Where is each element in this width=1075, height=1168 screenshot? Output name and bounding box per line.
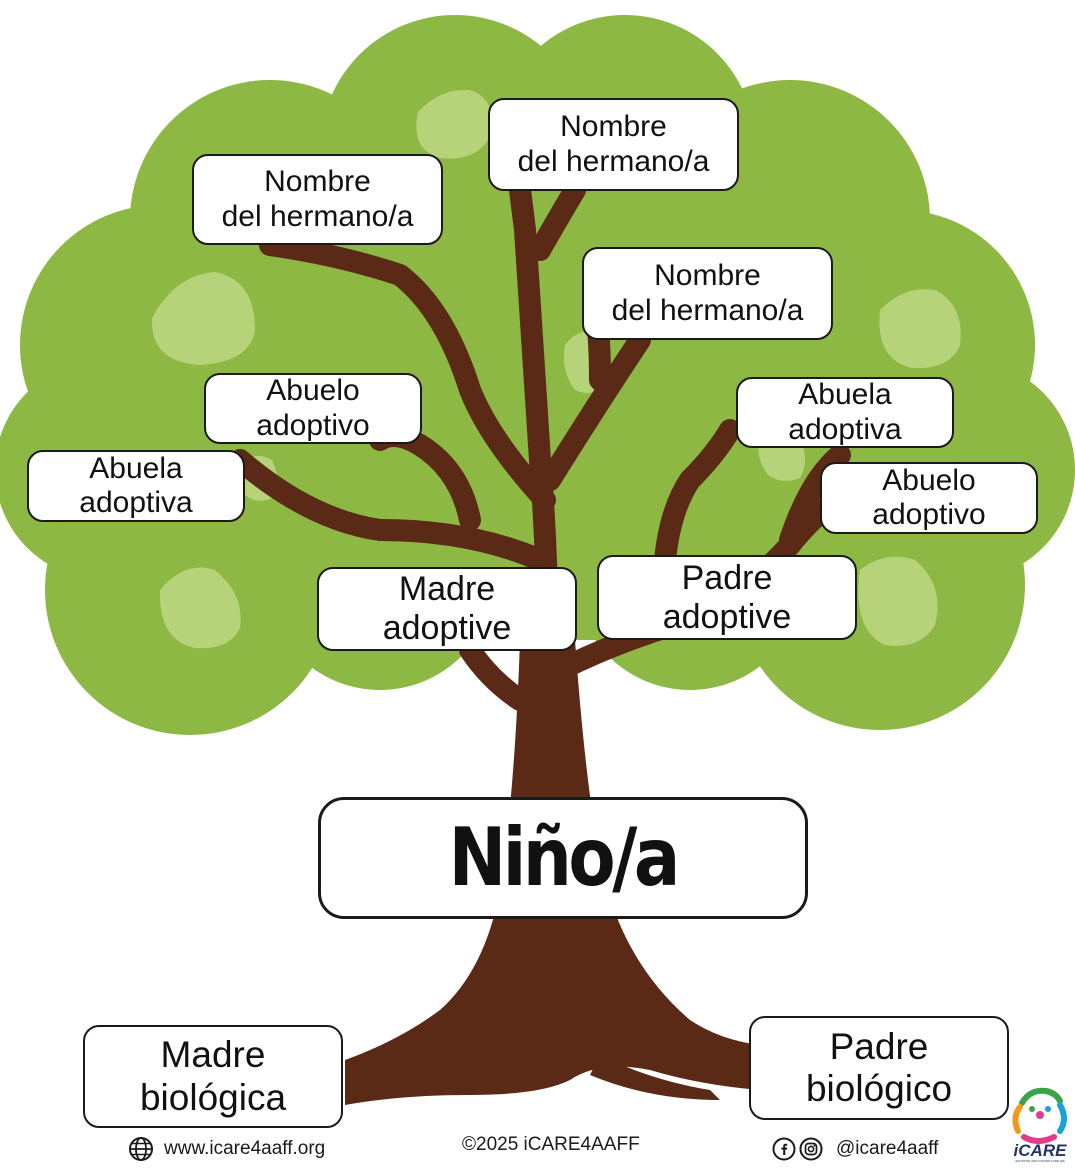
grandparent-label-line2: adoptiva — [79, 486, 193, 519]
adoptive-grandmother-maternal-box[interactable]: Abuela adoptiva — [27, 450, 245, 522]
foliage-highlights — [151, 89, 961, 649]
grandparent-label-line1: Abuelo — [882, 463, 976, 497]
parent-label-line1: Madre — [398, 570, 496, 609]
biological-parent-label-line2: biológica — [139, 1076, 287, 1118]
adoptive-grandmother-paternal-box[interactable]: Abuela adoptiva — [736, 377, 954, 448]
adoptive-grandfather-paternal-box[interactable]: Abuelo adoptivo — [820, 462, 1038, 534]
child-label: Niño/a — [448, 811, 681, 904]
footer-social[interactable]: @icare4aaff — [772, 1135, 938, 1163]
footer-copyright: ©2025 iCARE4AAFF — [462, 1131, 640, 1159]
biological-parent-label-line2: biológico — [805, 1068, 953, 1109]
website-link[interactable]: www.icare4aaff.org — [164, 1138, 326, 1159]
parent-label-line2: adoptive — [382, 609, 512, 647]
child-name-box[interactable]: Niño/a — [318, 797, 808, 919]
parent-label-line2: adoptive — [662, 597, 792, 636]
sibling-label-line1: Nombre — [654, 259, 761, 293]
sibling-label-line1: Nombre — [560, 110, 667, 144]
biological-mother-box[interactable]: Madre biológica — [83, 1025, 343, 1128]
sibling-label-line2: del hermano/a — [517, 144, 710, 178]
grandparent-label-line2: adoptivo — [872, 498, 986, 531]
biological-father-box[interactable]: Padre biológico — [749, 1016, 1009, 1120]
social-handle[interactable]: @icare4aaff — [836, 1138, 939, 1159]
sibling-label-line2: del hermano/a — [221, 199, 414, 233]
sibling-name-box[interactable]: Nombre del hermano/a — [582, 247, 833, 340]
instagram-icon[interactable] — [799, 1137, 823, 1161]
footer-website[interactable]: www.icare4aaff.org — [128, 1135, 325, 1163]
sibling-label-line2: del hermano/a — [611, 293, 804, 327]
adoptive-father-box[interactable]: Padre adoptive — [597, 555, 857, 640]
adoptive-mother-box[interactable]: Madre adoptive — [317, 567, 577, 651]
adoptive-grandfather-maternal-box[interactable]: Abuelo adoptivo — [204, 373, 422, 444]
globe-icon — [129, 1137, 153, 1161]
biological-parent-label-line1: Padre — [829, 1025, 929, 1067]
facebook-icon[interactable] — [772, 1137, 796, 1161]
sibling-label-line1: Nombre — [264, 165, 371, 199]
biological-parent-label-line1: Madre — [160, 1034, 266, 1076]
sibling-name-box[interactable]: Nombre del hermano/a — [192, 154, 443, 245]
logo-tagline: ADOPTIVE AND FOSTER FAMILIES — [1015, 1159, 1065, 1163]
grandparent-label-line2: adoptiva — [788, 412, 902, 446]
parent-label-line1: Padre — [681, 558, 773, 597]
sibling-name-box[interactable]: Nombre del hermano/a — [488, 98, 739, 191]
grandparent-label-line1: Abuela — [798, 378, 892, 412]
logo-figures-icon: iCARE ADOPTIVE AND FOSTER FAMILIES — [1012, 1087, 1068, 1163]
logo-text: iCARE — [1014, 1141, 1068, 1160]
copyright-text: ©2025 iCARE4AAFF — [462, 1134, 640, 1155]
grandparent-label-line1: Abuela — [89, 451, 183, 485]
grandparent-label-line2: adoptivo — [256, 408, 370, 442]
icare-logo: iCARE ADOPTIVE AND FOSTER FAMILIES — [1008, 1083, 1072, 1163]
grandparent-label-line1: Abuelo — [266, 374, 360, 408]
